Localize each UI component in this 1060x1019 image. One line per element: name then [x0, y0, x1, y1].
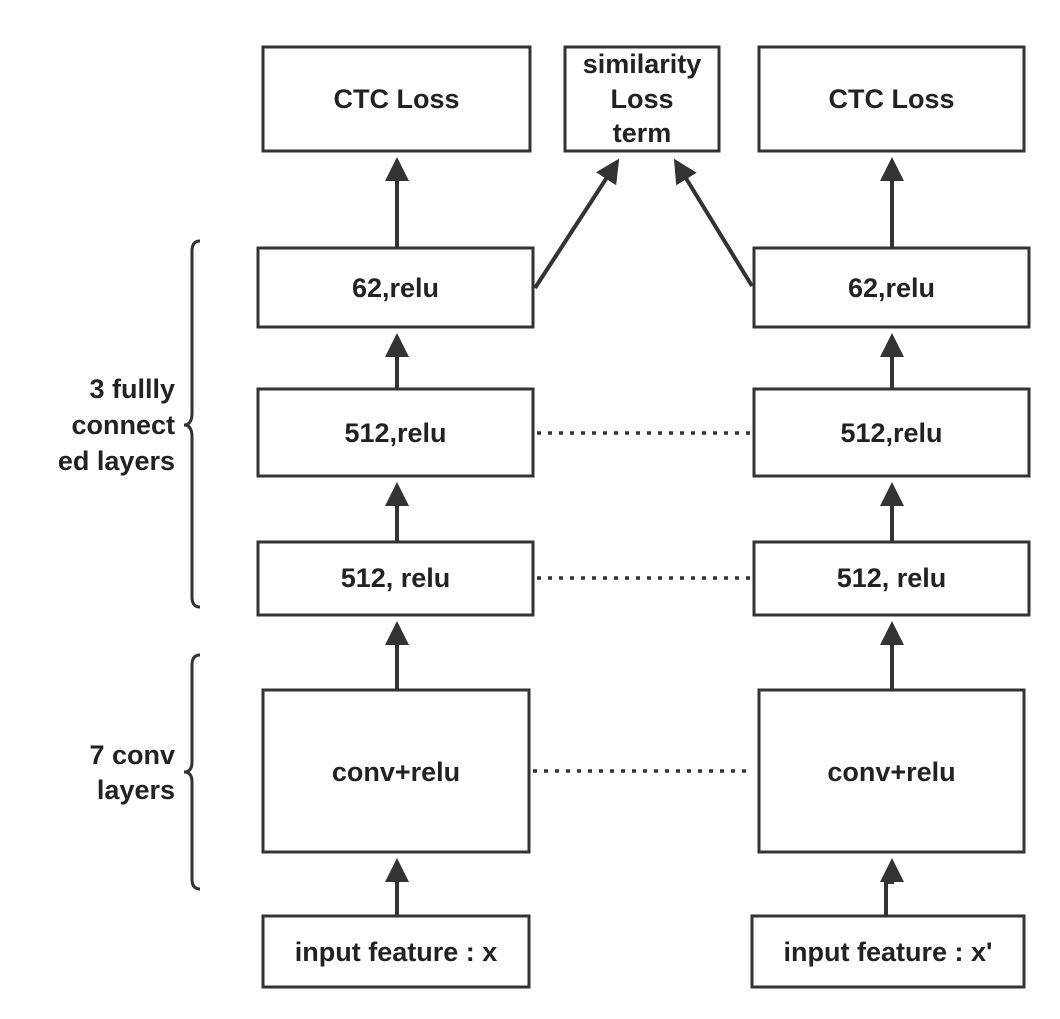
left-fc-512-a-label: 512,relu [344, 418, 446, 448]
left-ctc-loss-box: CTC Loss [261, 45, 532, 153]
right-input-label: input feature : x' [784, 937, 993, 967]
left-input-label: input feature : x [295, 937, 498, 967]
brace-conv-layers [183, 653, 201, 891]
left-fc-512-a-box: 512,relu [256, 387, 535, 478]
brace-fc-layers [183, 239, 201, 609]
left-fc-512-b-box: 512, relu [256, 540, 535, 617]
right-ctc-loss-label: CTC Loss [828, 84, 954, 114]
similarity-line3: term [613, 118, 672, 148]
fc-group-label-line1: 3 fullly [89, 374, 175, 404]
left-ctc-loss-label: CTC Loss [333, 84, 459, 114]
left-conv-box: conv+relu [261, 688, 531, 854]
right-fc-512-b-box: 512, relu [752, 540, 1031, 617]
conv-group-label-line2: layers [97, 775, 175, 805]
left-fc-62-box: 62,relu [256, 246, 535, 329]
left-fc-512-b-label: 512, relu [341, 563, 451, 593]
arrow-right-input-to-conv [880, 858, 904, 916]
arrow-right-fc62-to-similarity [673, 158, 754, 288]
left-input-box: input feature : x [261, 914, 531, 989]
similarity-line2: Loss [610, 84, 673, 114]
similarity-line1: similarity [583, 49, 702, 79]
right-ctc-loss-box: CTC Loss [757, 45, 1026, 153]
fc-group-label-line2: connect [71, 410, 175, 440]
right-fc-62-box: 62,relu [752, 246, 1031, 329]
left-conv-label: conv+relu [332, 757, 460, 787]
similarity-loss-box: similarity Loss term [563, 45, 721, 153]
right-fc-512-a-box: 512,relu [752, 387, 1031, 478]
conv-group-label-line1: 7 conv [89, 740, 175, 770]
fc-group-label-line3: ed layers [58, 446, 175, 476]
right-fc-62-label: 62,relu [848, 273, 935, 303]
right-fc-512-a-label: 512,relu [840, 418, 942, 448]
right-conv-label: conv+relu [827, 757, 955, 787]
right-input-box: input feature : x' [750, 914, 1026, 989]
right-fc-512-b-label: 512, relu [837, 563, 947, 593]
arrow-left-fc62-to-similarity [533, 158, 620, 290]
right-conv-box: conv+relu [757, 688, 1026, 854]
left-fc-62-label: 62,relu [352, 273, 439, 303]
